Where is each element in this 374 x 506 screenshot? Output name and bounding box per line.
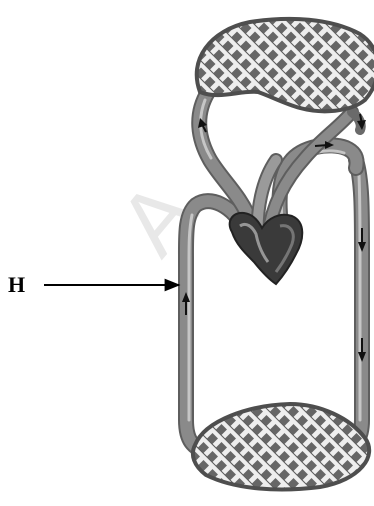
- capillary-strand: [0, 400, 80, 495]
- capillary-strand: [0, 10, 57, 118]
- capillary-strand: [0, 10, 39, 118]
- capillary-strand: [39, 10, 147, 118]
- capillary-strand: [39, 10, 147, 118]
- capillary-strand-shadow: [0, 400, 83, 495]
- capillary-strand: [21, 10, 129, 118]
- capillary-strand: [0, 400, 26, 495]
- capillary-strand: [0, 400, 80, 495]
- capillary-strand-shadow: [6, 400, 101, 495]
- capillary-strand: [3, 10, 111, 118]
- capillary-strand: [0, 10, 75, 118]
- capillary-strand: [0, 10, 39, 118]
- capillary-strand: [75, 10, 183, 118]
- capillary-strand: [21, 10, 129, 118]
- capillary-strand-shadow: [6, 10, 114, 118]
- capillary-strand-shadow: [78, 400, 173, 495]
- capillary-strand-shadow: [24, 400, 119, 495]
- capillary-strand: [39, 400, 134, 495]
- capillary-strand-shadow: [96, 400, 191, 495]
- capillary-strand-shadow: [24, 10, 132, 118]
- capillary-strand: [0, 10, 93, 118]
- capillary-strand-shadow: [96, 10, 204, 118]
- capillary-strand: [93, 10, 201, 118]
- capillary-strand: [93, 400, 188, 495]
- capillary-strand: [0, 400, 44, 495]
- capillary-strand-shadow: [0, 400, 29, 495]
- capillary-strand: [57, 400, 152, 495]
- capillary-strand: [75, 400, 170, 495]
- capillary-strand-shadow: [42, 10, 150, 118]
- heart-icon: [230, 213, 303, 284]
- upper-capillary-bed-icon: [0, 10, 374, 118]
- watermark: A: [100, 163, 215, 273]
- capillary-strand-shadow: [0, 10, 6, 118]
- capillary-strand: [21, 400, 116, 495]
- capillary-strand: [0, 10, 75, 118]
- capillary-strand: [0, 10, 3, 118]
- capillary-strand-shadow: [78, 10, 186, 118]
- capillary-strand: [0, 10, 93, 118]
- capillary-strand: [3, 400, 98, 495]
- capillary-strand-shadow: [60, 400, 155, 495]
- capillary-strand-shadow: [0, 10, 96, 118]
- capillary-strand-shadow: [0, 10, 24, 118]
- capillary-strand: [21, 400, 116, 495]
- label-h: H: [8, 272, 25, 297]
- capillary-strand-shadow: [0, 10, 60, 118]
- capillary-strand: [57, 10, 165, 118]
- label-h-group: H: [8, 272, 179, 297]
- capillary-strand: [75, 10, 183, 118]
- capillary-strand: [0, 400, 26, 495]
- capillary-strand: [93, 400, 188, 495]
- capillary-strand-shadow: [60, 10, 168, 118]
- capillary-strand-shadow: [0, 400, 47, 495]
- capillary-strand-shadow: [0, 10, 78, 118]
- capillary-strand: [0, 400, 8, 495]
- capillary-strand-shadow: [0, 400, 11, 495]
- capillary-strand-shadow: [0, 400, 65, 495]
- capillary-strand: [3, 10, 111, 118]
- capillary-strand: [93, 10, 201, 118]
- capillary-strand: [57, 400, 152, 495]
- capillary-strand: [0, 400, 8, 495]
- capillary-strand: [0, 400, 62, 495]
- capillary-strand: [0, 10, 21, 118]
- capillary-strand: [0, 400, 44, 495]
- capillary-strand-shadow: [42, 400, 137, 495]
- capillary-strand: [3, 400, 98, 495]
- capillary-strand-shadow: [0, 10, 42, 118]
- capillary-strand: [0, 400, 62, 495]
- watermark-text: A: [100, 163, 215, 273]
- capillary-strand: [0, 10, 3, 118]
- capillary-strand: [0, 10, 57, 118]
- capillary-strand: [57, 10, 165, 118]
- capillary-strand: [0, 10, 21, 118]
- capillary-strand: [75, 400, 170, 495]
- capillary-strand: [39, 400, 134, 495]
